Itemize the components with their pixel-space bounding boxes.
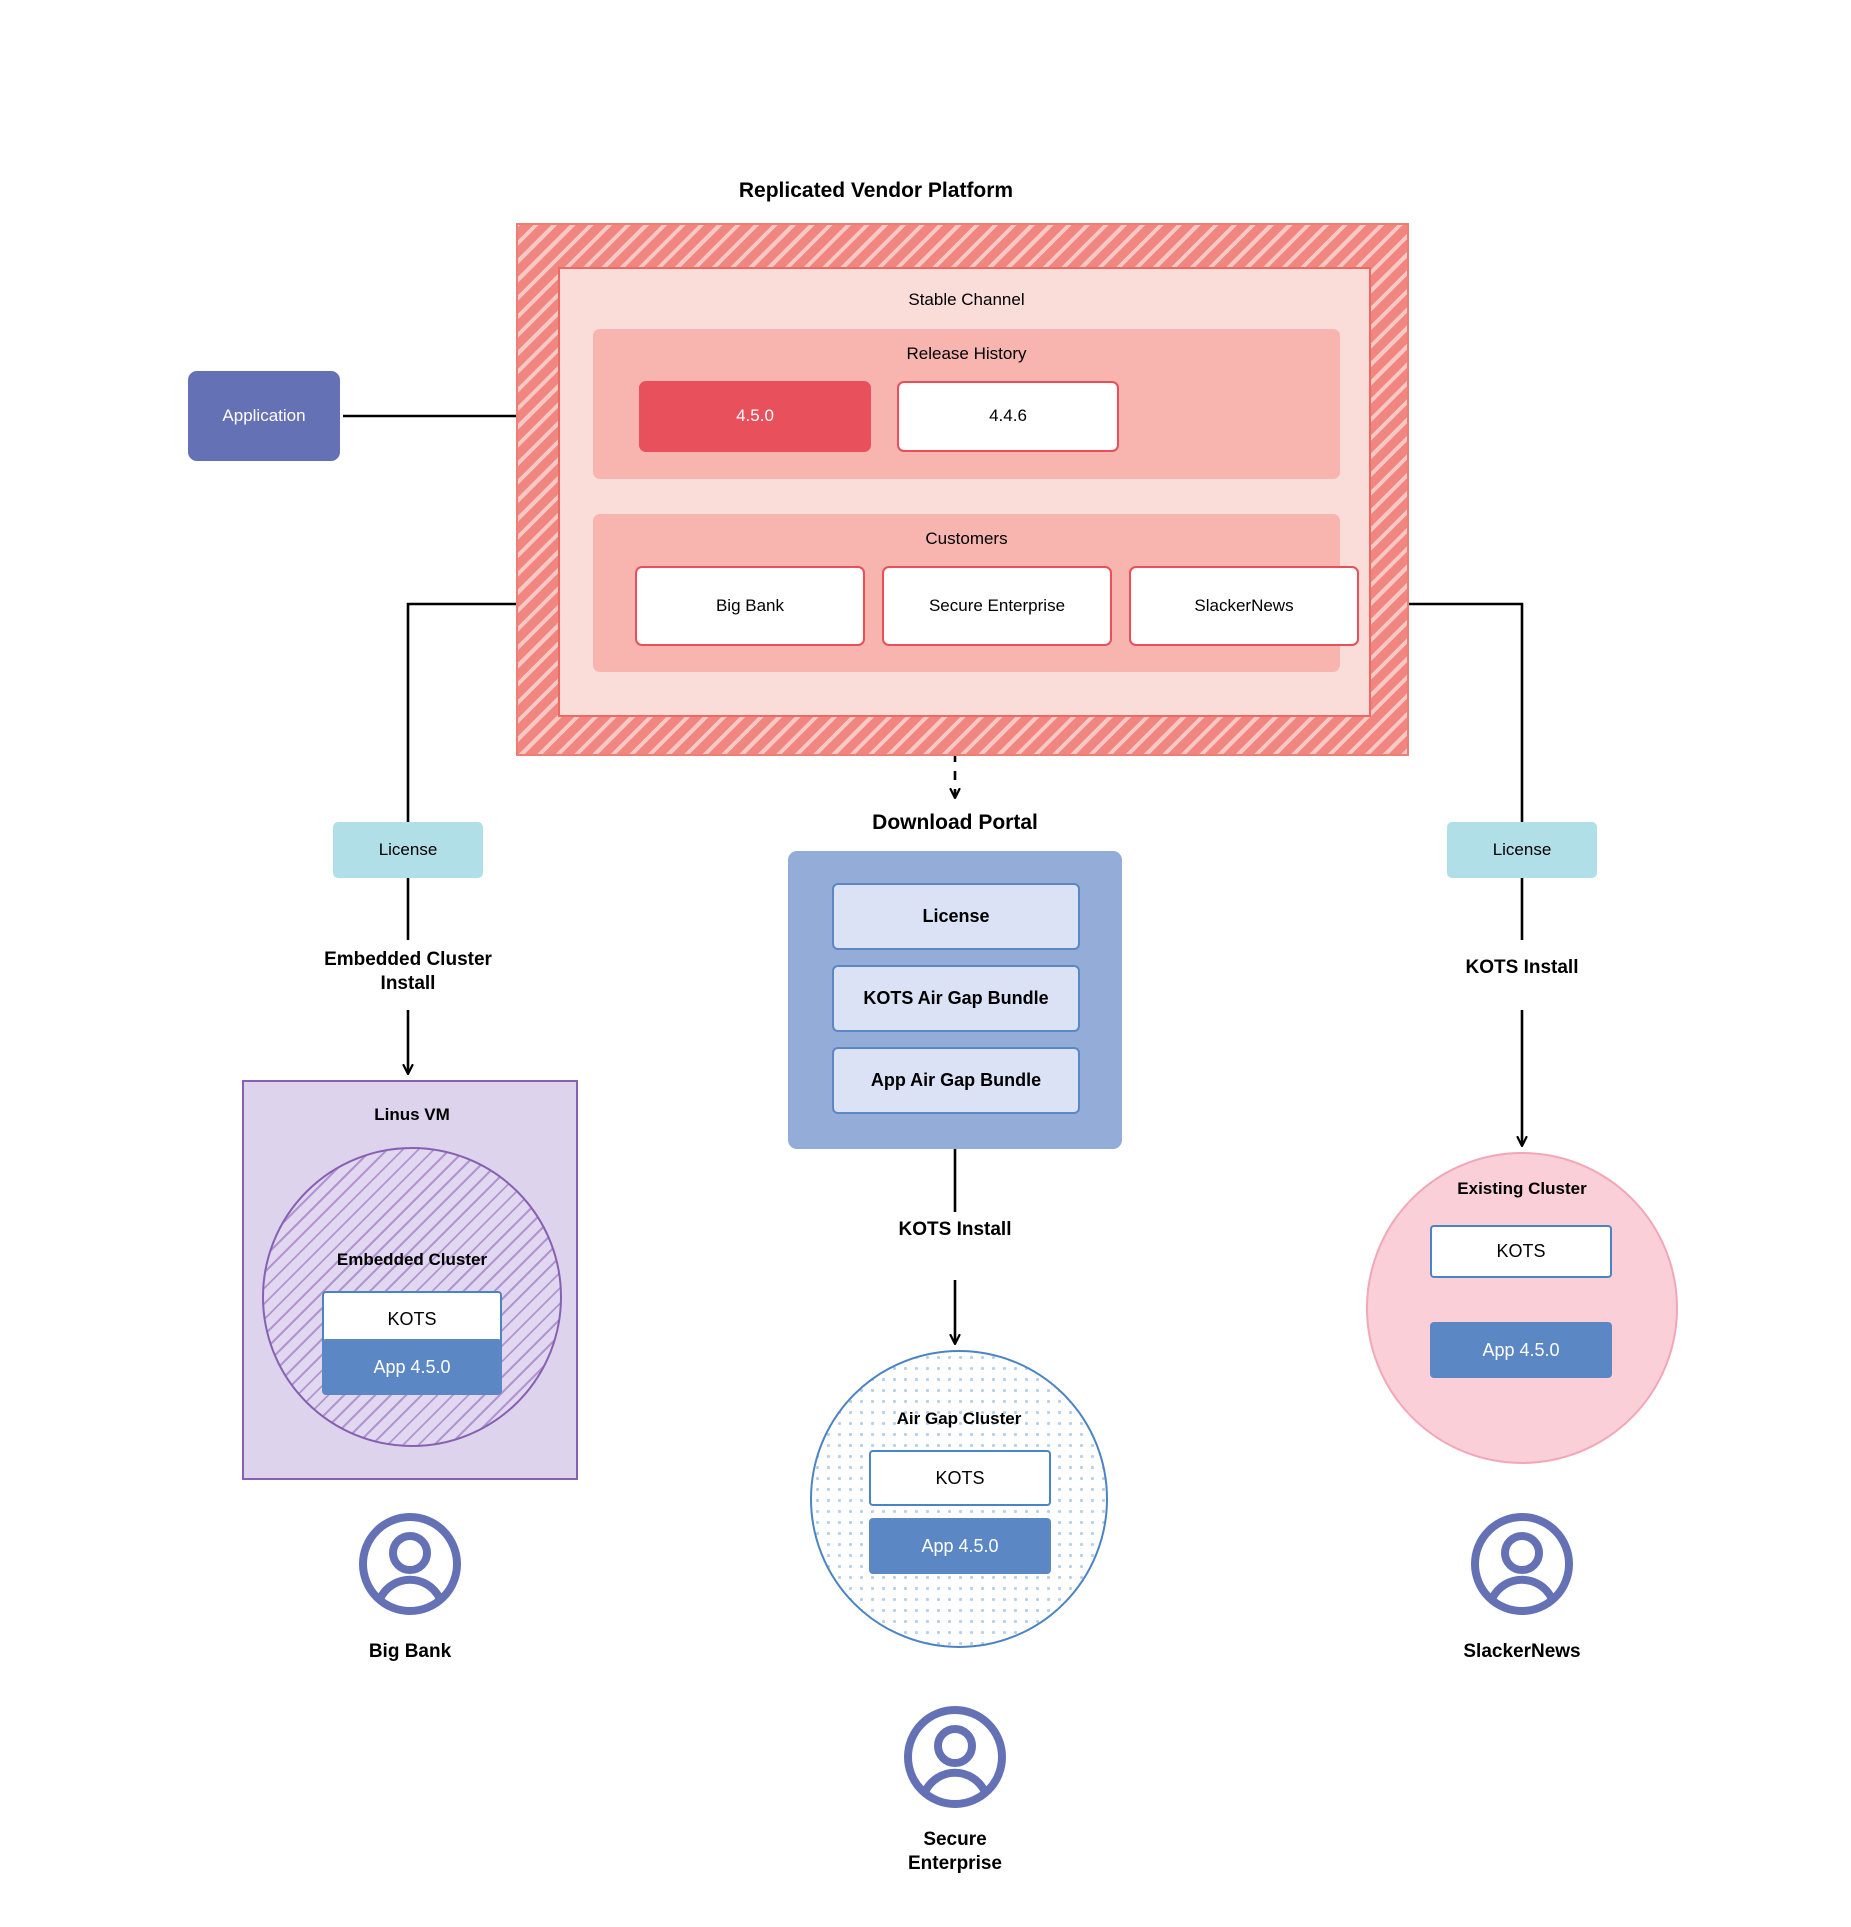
release-version: 4.5.0 — [736, 406, 774, 426]
license-label: License — [1492, 840, 1552, 859]
license-pill-left[interactable]: License — [333, 822, 483, 878]
portal-item-license[interactable]: License — [832, 883, 1080, 950]
avatar-icon — [359, 1513, 461, 1615]
existing-cluster-label: Existing Cluster — [1457, 1179, 1587, 1198]
replicated-vendor-platform: Stable Channel Release History 4.5.0 4.4… — [516, 223, 1409, 756]
portal-item-app-air-gap-bundle[interactable]: App Air Gap Bundle — [832, 1047, 1080, 1114]
kots-label: KOTS — [387, 1308, 437, 1329]
embedded-cluster-label: Embedded Cluster — [336, 1250, 488, 1269]
customer-chip-slackernews[interactable]: SlackerNews — [1129, 566, 1359, 646]
portal-item-label: License — [922, 906, 990, 926]
app-version-label: App 4.5.0 — [1482, 1339, 1560, 1360]
kots-box-left[interactable]: KOTS — [322, 1291, 502, 1347]
stable-channel-label: Stable Channel — [908, 290, 1025, 309]
license-label: License — [378, 840, 438, 859]
customer-name-right: SlackerNews — [1463, 1641, 1581, 1662]
license-pill-right[interactable]: License — [1447, 822, 1597, 878]
application-box[interactable]: Application — [188, 371, 340, 461]
customer-name: Secure Enterprise — [928, 595, 1066, 615]
kots-label: KOTS — [1496, 1241, 1546, 1261]
page-title: Replicated Vendor Platform — [738, 179, 1014, 202]
customer-chip-secure-enterprise[interactable]: Secure Enterprise — [882, 566, 1112, 646]
release-history-label: Release History — [906, 344, 1027, 363]
download-portal-box: License KOTS Air Gap Bundle App Air Gap … — [788, 851, 1122, 1149]
portal-item-label: App Air Gap Bundle — [870, 1070, 1042, 1090]
vm-label: Linus VM — [374, 1105, 450, 1124]
app-version-box-right[interactable]: App 4.5.0 — [1430, 1322, 1612, 1378]
app-version-label: App 4.5.0 — [373, 1356, 451, 1377]
app-version-box-center[interactable]: App 4.5.0 — [869, 1518, 1051, 1574]
app-version-label: App 4.5.0 — [921, 1535, 999, 1556]
avatar-icon — [904, 1706, 1006, 1808]
kots-label: KOTS — [935, 1467, 985, 1488]
download-portal-title: Download Portal — [872, 811, 1038, 834]
customer-name-left: Big Bank — [368, 1641, 452, 1662]
install-label-right: KOTS Install — [1465, 957, 1579, 978]
existing-cluster-circle — [1366, 1152, 1678, 1464]
portal-item-label: KOTS Air Gap Bundle — [863, 988, 1049, 1008]
install-label-left: Embedded Cluster Install — [324, 949, 492, 995]
customers-label: Customers — [925, 529, 1008, 548]
portal-item-kots-air-gap-bundle[interactable]: KOTS Air Gap Bundle — [832, 965, 1080, 1032]
app-version-box-left[interactable]: App 4.5.0 — [322, 1339, 502, 1395]
release-chip-previous[interactable]: 4.4.6 — [897, 381, 1119, 452]
application-label: Application — [222, 406, 306, 425]
air-gap-cluster-label: Air Gap Cluster — [896, 1409, 1022, 1428]
customer-name-center: Secure Enterprise — [908, 1829, 1002, 1875]
avatar-icon — [1471, 1513, 1573, 1615]
customer-name: Big Bank — [715, 595, 785, 615]
release-chip-current[interactable]: 4.5.0 — [639, 381, 871, 452]
release-version: 4.4.6 — [989, 406, 1027, 426]
embedded-cluster-circle — [262, 1147, 562, 1447]
release-history-band: Release History 4.5.0 4.4.6 — [593, 329, 1340, 479]
kots-box-right[interactable]: KOTS — [1430, 1225, 1612, 1278]
linux-vm-box: Linus VM Embedded Cluster KOTS App 4.5.0 — [242, 1080, 578, 1480]
install-label-center: KOTS Install — [898, 1219, 1012, 1240]
customer-chip-big-bank[interactable]: Big Bank — [635, 566, 865, 646]
customer-name: SlackerNews — [1194, 595, 1294, 615]
kots-box-center[interactable]: KOTS — [869, 1450, 1051, 1506]
customers-band: Customers Big Bank Secure Enterprise Sla… — [593, 514, 1359, 672]
stable-channel-box: Stable Channel Release History 4.5.0 4.4… — [558, 267, 1371, 717]
